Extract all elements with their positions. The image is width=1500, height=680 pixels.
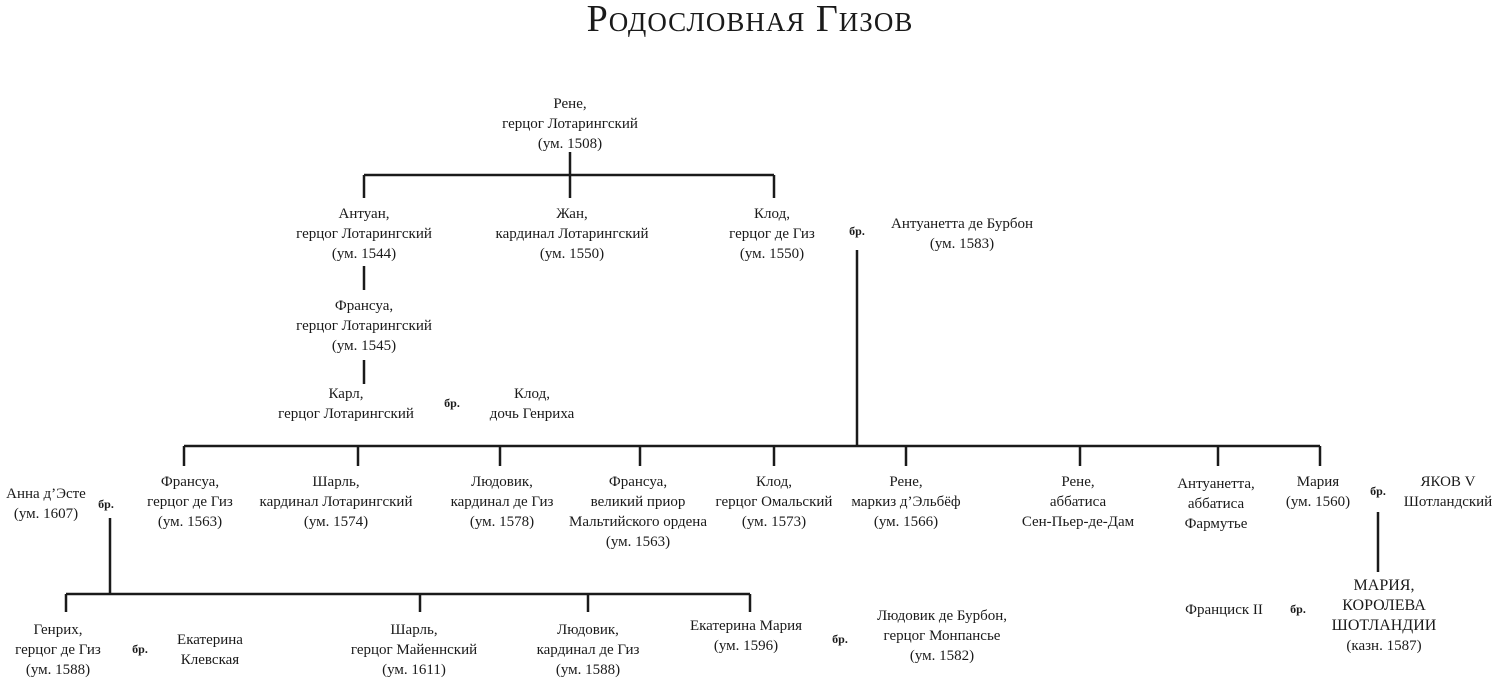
person-charles-lorraine: Карл, герцог Лотарингский (278, 386, 414, 422)
person-catherine-cleves: Екатерина Клевская (177, 632, 243, 668)
person-francis-ii: Франциск II (1185, 602, 1263, 618)
person-catherine-marie: Екатерина Мария (ум. 1596) (689, 618, 803, 654)
person-rene-lorraine: Рене, герцог Лотарингский (ум. 1508) (502, 96, 638, 152)
person-charles-mayenne: Шарль, герцог Майеннский (ум. 1611) (350, 622, 478, 678)
person-claude-aumale: Клод, герцог Омальский (ум. 1573) (715, 474, 833, 530)
person-marie-guise: Мария (ум. 1560) (1285, 474, 1351, 510)
person-francois-lorraine: Франсуа, герцог Лотарингский (ум. 1545) (296, 298, 432, 354)
marriage-label: бр. (832, 632, 848, 646)
person-henri-guise: Генрих, герцог де Гиз (ум. 1588) (15, 622, 101, 678)
person-antoinette-bourbon: Антуанетта де Бурбон (ум. 1583) (890, 216, 1034, 252)
person-antoine: Антуан, герцог Лотарингский (ум. 1544) (296, 206, 432, 262)
marriage-label: бр. (98, 497, 114, 511)
page-title: Родословная Гизов (586, 0, 914, 40)
person-claude-guise: Клод, герцог де Гиз (ум. 1550) (729, 206, 815, 262)
person-louis-cardinal-2: Людовик, кардинал де Гиз (ум. 1588) (536, 622, 640, 678)
person-louis-montpensier: Людовик де Бурбон, герцог Монпансье (ум.… (876, 608, 1008, 664)
person-jean: Жан, кардинал Лотарингский (ум. 1550) (495, 206, 649, 262)
person-mary-scots: МАРИЯ, КОРОЛЕВА ШОТЛАНДИИ (казн. 1587) (1331, 577, 1437, 654)
marriage-label: бр. (444, 396, 460, 410)
person-antoinette-abbess: Антуанетта, аббатиса Фармутье (1177, 476, 1255, 532)
person-renee-abbess: Рене, аббатиса Сен-Пьер-де-Дам (1021, 474, 1135, 530)
person-charles-cardinal: Шарль, кардинал Лотарингский (ум. 1574) (259, 474, 413, 530)
marriage-label: бр. (1290, 602, 1306, 616)
marriage-label: бр. (1370, 484, 1386, 498)
person-rene-elbeuf: Рене, маркиз д’Эльбёф (ум. 1566) (851, 474, 961, 530)
person-james-v: ЯКОВ V Шотландский (1403, 474, 1493, 510)
marriage-label: бр. (849, 224, 865, 238)
person-francois-guise: Франсуа, герцог де Гиз (ум. 1563) (147, 474, 233, 530)
person-francois-prior: Франсуа, великий приор Мальтийского орде… (569, 474, 707, 550)
person-louis-cardinal: Людовик, кардинал де Гиз (ум. 1578) (450, 474, 554, 530)
person-anna-este: Анна д’Эсте (ум. 1607) (6, 486, 86, 522)
person-claude-daughter: Клод, дочь Генриха (489, 386, 575, 422)
marriage-label: бр. (132, 642, 148, 656)
